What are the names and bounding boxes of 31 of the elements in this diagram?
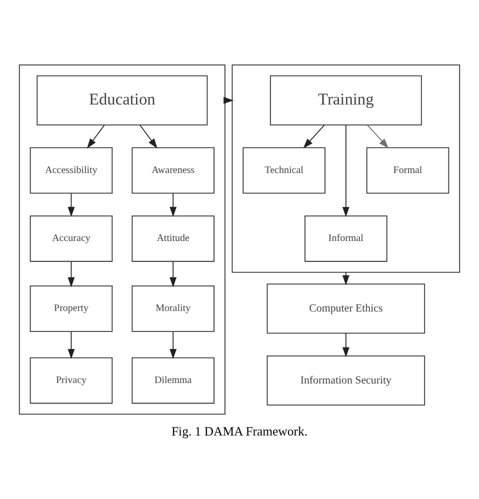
node-box: Dilemma xyxy=(132,356,214,404)
node-box: Technical xyxy=(242,146,326,194)
node-box: Accuracy xyxy=(30,214,113,262)
arrow xyxy=(342,332,350,357)
node-box: Accessibility xyxy=(30,146,113,194)
caption: Fig. 1 DAMA Framework. xyxy=(171,424,308,438)
arrow xyxy=(86,124,105,148)
node-box: Information Security xyxy=(266,355,426,406)
node-box: Morality xyxy=(132,284,214,332)
arrow xyxy=(342,271,350,285)
node-box: Training xyxy=(270,74,422,125)
node-box: Awareness xyxy=(132,146,214,194)
arrow xyxy=(68,330,75,358)
cluster xyxy=(232,64,460,272)
node-box: Education xyxy=(36,74,208,125)
node-box: Computer Ethics xyxy=(266,283,426,334)
arrow xyxy=(303,124,325,148)
arrow xyxy=(367,124,389,148)
node-box: Attitude xyxy=(132,214,214,262)
node-box: Privacy xyxy=(30,356,113,404)
arrow xyxy=(342,124,350,216)
arrow xyxy=(170,260,177,287)
arrow xyxy=(170,330,177,358)
node-box: Formal xyxy=(366,146,450,194)
arrow xyxy=(68,260,75,287)
arrow xyxy=(68,192,75,216)
node-box: Informal xyxy=(304,214,388,262)
arrow xyxy=(140,124,158,148)
node-box: Property xyxy=(30,284,113,332)
cluster xyxy=(18,64,226,414)
arrow xyxy=(170,192,177,216)
